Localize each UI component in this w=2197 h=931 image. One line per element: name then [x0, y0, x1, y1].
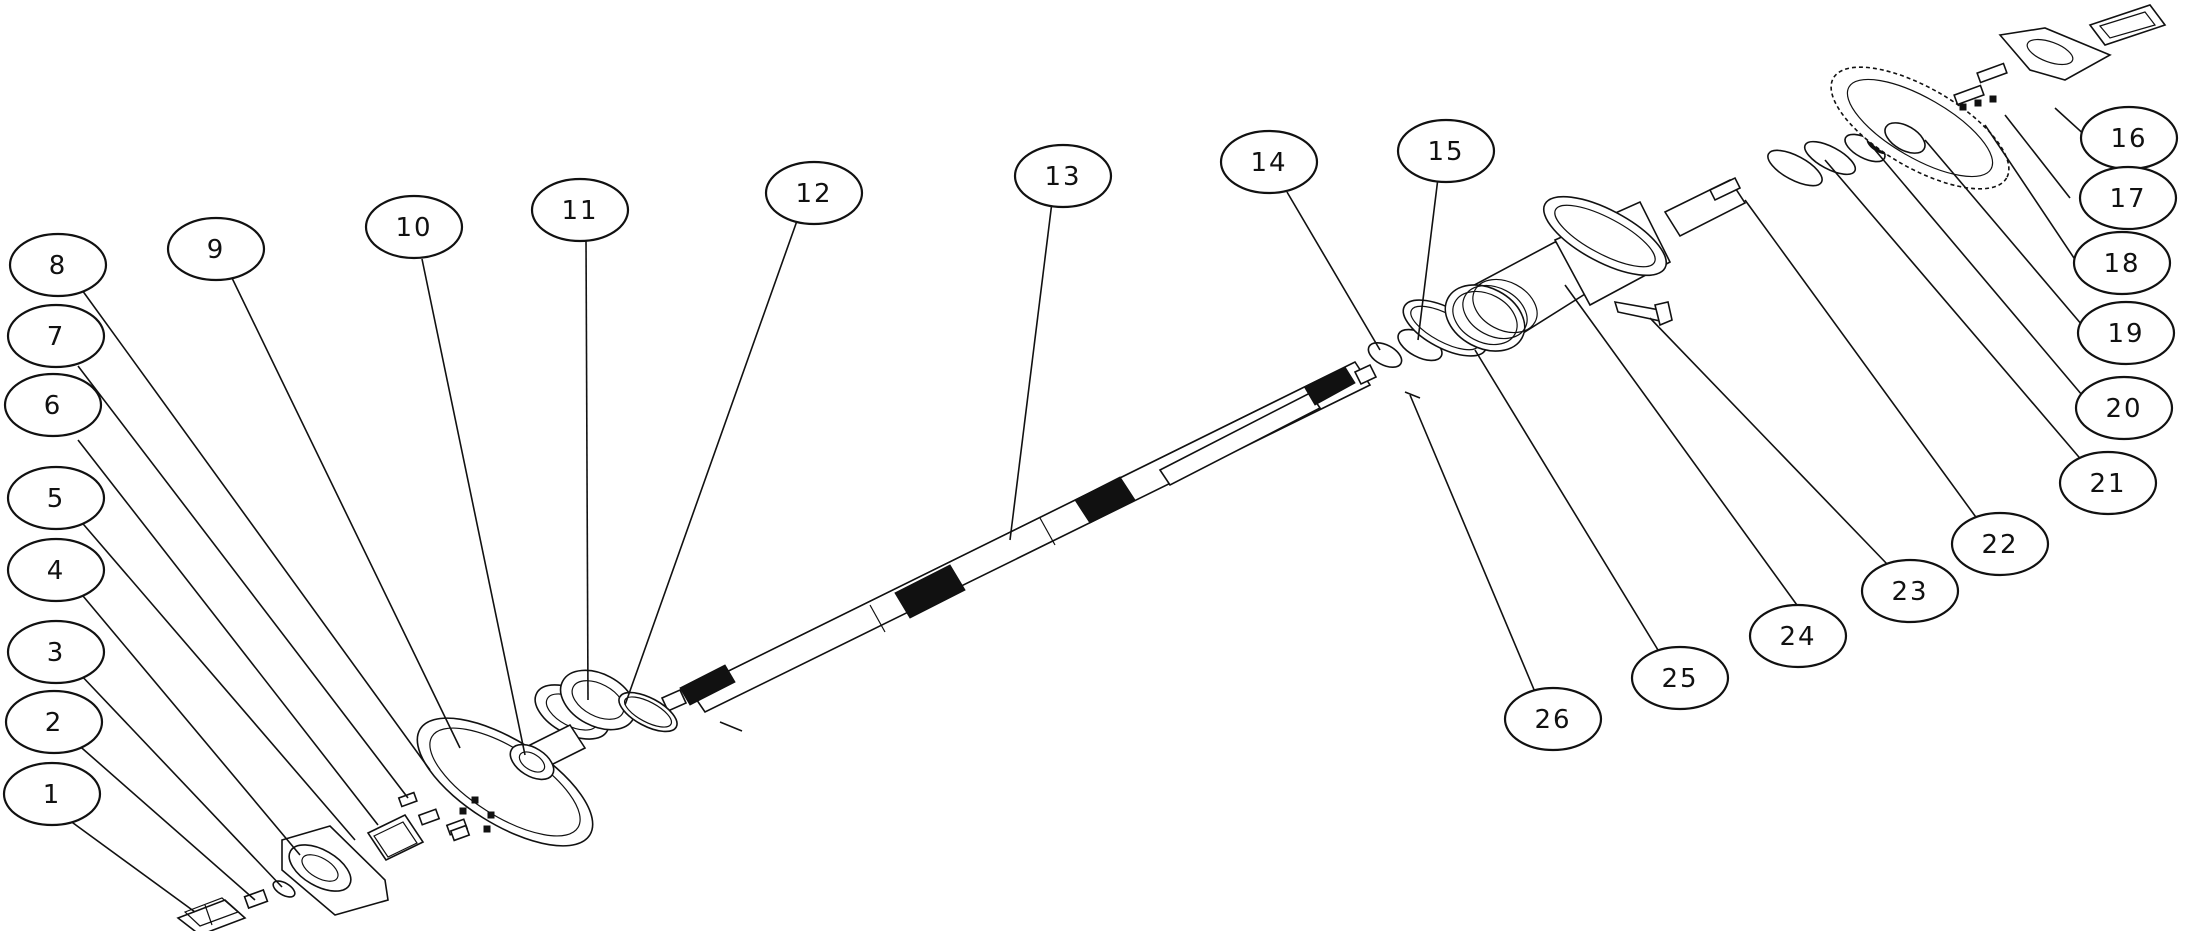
- brake-disk: [416, 717, 594, 847]
- callout-21: 21: [2058, 450, 2158, 516]
- leader-24: [1564, 284, 1803, 613]
- parts-drawing: [176, 4, 2167, 931]
- leader-6: [77, 439, 379, 826]
- leader-5: [77, 517, 356, 841]
- callout-23: 23: [1860, 558, 1960, 624]
- callout-16-label: 16: [2110, 124, 2147, 154]
- leader-9: [231, 277, 461, 749]
- callout-9: 9: [166, 216, 266, 282]
- callout-11-label: 11: [561, 196, 598, 226]
- bracket-block: [366, 813, 425, 862]
- leader-11: [585, 236, 589, 701]
- leader-18: [1984, 124, 2075, 259]
- callout-25: 25: [1630, 645, 1730, 711]
- leader-1: [57, 811, 196, 913]
- key-small: [1404, 391, 1421, 399]
- leader-7: [77, 365, 409, 799]
- callout-20-label: 20: [2105, 394, 2142, 424]
- callout-13-label: 13: [1044, 162, 1081, 192]
- callouts: 1 2 3 4 5 6 7 8: [2, 105, 2179, 827]
- callout-2-label: 2: [45, 708, 64, 738]
- leader-8: [81, 289, 431, 771]
- callout-23-label: 23: [1891, 577, 1928, 607]
- leader-17: [2004, 114, 2071, 199]
- callout-7-label: 7: [47, 322, 66, 352]
- leader-2: [74, 741, 256, 901]
- callout-6: 6: [3, 372, 103, 438]
- sprocket: [1830, 66, 2010, 190]
- nut-small: [243, 888, 269, 910]
- callout-17-label: 17: [2109, 184, 2146, 214]
- callout-5-label: 5: [47, 484, 66, 514]
- callout-24-label: 24: [1779, 622, 1816, 652]
- leader-19: [1924, 139, 2083, 326]
- callout-25-label: 25: [1661, 664, 1698, 694]
- callout-6-label: 6: [44, 391, 63, 421]
- callout-15-label: 15: [1427, 137, 1464, 167]
- leader-13: [1009, 201, 1053, 541]
- callout-20: 20: [2074, 375, 2174, 441]
- hub-drum: [1444, 195, 1672, 352]
- callout-18-label: 18: [2103, 249, 2140, 279]
- leader-25: [1474, 349, 1659, 651]
- leader-21: [1824, 159, 2085, 464]
- rear-bolts: [1953, 62, 2008, 111]
- callout-26: 26: [1503, 686, 1603, 752]
- flange-plate: [281, 825, 389, 916]
- callout-9-label: 9: [207, 235, 226, 265]
- callout-22: 22: [1950, 511, 2050, 577]
- callout-12-label: 12: [795, 179, 832, 209]
- callout-18: 18: [2072, 230, 2172, 296]
- leader-15: [1417, 177, 1439, 341]
- callout-4: 4: [6, 537, 106, 603]
- callout-15: 15: [1396, 118, 1496, 184]
- left-ring-set: [528, 669, 678, 770]
- leader-23: [1649, 317, 1889, 566]
- callout-10-label: 10: [395, 213, 432, 243]
- callout-8-label: 8: [49, 251, 68, 281]
- callout-26-label: 26: [1534, 705, 1571, 735]
- leader-20: [1874, 149, 2083, 396]
- callout-11: 11: [530, 177, 630, 243]
- leader-14: [1286, 191, 1381, 351]
- callout-22-label: 22: [1981, 530, 2018, 560]
- callout-19-label: 19: [2107, 319, 2144, 349]
- callout-5: 5: [6, 465, 106, 531]
- callout-3-label: 3: [47, 638, 66, 668]
- callout-1: 1: [2, 761, 102, 827]
- pin: [1613, 300, 1673, 327]
- leader-4: [77, 589, 301, 856]
- leader-lines: [57, 107, 2089, 913]
- leader-12: [624, 217, 799, 706]
- callout-7: 7: [6, 303, 106, 369]
- leader-22: [1744, 199, 1979, 521]
- callout-13: 13: [1013, 143, 1113, 209]
- callout-14: 14: [1219, 129, 1319, 195]
- leader-10: [421, 258, 526, 756]
- callout-3: 3: [6, 619, 106, 685]
- washer-small-a: [272, 880, 296, 898]
- sleeve: [1663, 176, 1747, 238]
- leader-26: [1409, 394, 1536, 693]
- end-cap: [176, 897, 247, 931]
- callout-1-label: 1: [43, 780, 62, 810]
- callout-19: 19: [2076, 300, 2176, 366]
- callout-21-label: 21: [2089, 469, 2126, 499]
- callout-17: 17: [2078, 165, 2178, 231]
- callout-8: 8: [8, 232, 108, 298]
- callout-16: 16: [2079, 105, 2179, 171]
- callout-14-label: 14: [1250, 148, 1287, 178]
- rear-flange: [1998, 4, 2167, 81]
- callout-10: 10: [364, 194, 464, 260]
- callout-12: 12: [764, 160, 864, 226]
- shaft-key: [719, 721, 743, 732]
- callout-24: 24: [1748, 603, 1848, 669]
- leader-3: [77, 671, 283, 888]
- main-shaft: [660, 360, 1378, 714]
- callout-2: 2: [4, 689, 104, 755]
- callout-4-label: 4: [47, 556, 66, 586]
